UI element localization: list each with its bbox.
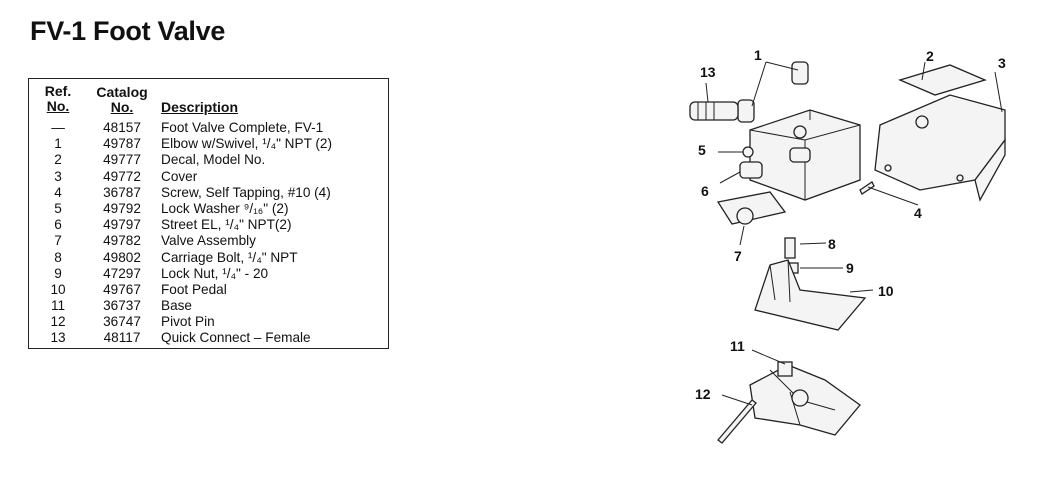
table-row: 7 49782 Valve Assembly [29,233,388,249]
header-catalog-label: Catalog [96,84,148,100]
table-row: 12 36747 Pivot Pin [29,314,388,330]
callout-2: 2 [926,48,934,64]
catalog-cell: 49777 [103,152,141,168]
description-cell: Screw, Self Tapping, #10 (4) [161,184,331,200]
table-body: — 48157 Foot Valve Complete, FV-1 1 49787 Elb… [29,120,388,347]
screw-part [859,181,875,195]
callout-5: 5 [698,142,706,158]
street-el-part [739,147,811,179]
elbow-swivel-part [737,61,809,123]
exploded-parts-diagram: 1 2 3 4 5 6 7 8 9 10 11 12 13 [689,47,1006,444]
catalog-cell: 49772 [103,168,141,184]
description-cell: Lock Washer ⁹/₁₆" (2) [161,200,289,216]
description-cell: Base [161,298,192,314]
callout-3: 3 [998,55,1006,71]
table-row: 9 47297 Lock Nut, ¹/₄" - 20 [29,266,388,282]
base-part [749,361,861,436]
catalog-cell: 49797 [103,217,141,233]
ref-cell: 4 [54,184,62,200]
catalog-cell: 47297 [103,265,141,281]
ref-cell: 6 [54,217,62,233]
lock-washer-part [742,146,754,158]
header-description-label: Description [161,99,239,115]
table-row: 6 49797 Street EL, ¹/₄" NPT(2) [29,217,388,233]
table-row: 5 49792 Lock Washer ⁹/₁₆" (2) [29,201,388,217]
description-cell: Lock Nut, ¹/₄" - 20 [161,265,269,281]
catalog-cell: 36737 [103,298,141,314]
description-cell: Decal, Model No. [161,152,266,168]
callout-10: 10 [878,283,894,299]
cover-part [874,64,1006,202]
description-cell: Foot Valve Complete, FV-1 [161,120,324,135]
table-row: — 48157 Foot Valve Complete, FV-1 [29,120,388,136]
header-ref-label: Ref. [44,83,72,99]
description-cell: Cover [161,168,198,184]
ref-cell: 9 [54,265,62,281]
ref-cell: 7 [54,233,62,249]
ref-cell: 8 [54,249,62,265]
ref-cell: 3 [54,168,62,184]
header-catalog-no: Catalog No. [91,85,153,115]
ref-cell: 12 [50,314,66,330]
ref-cell: 5 [54,200,62,216]
header-ref-no-label: No. [46,98,70,114]
ref-cell: 2 [54,152,62,168]
ref-cell: — [51,120,65,135]
header-ref-no: Ref. No. [39,84,77,114]
callout-11: 11 [730,338,745,354]
description-cell: Carriage Bolt, ¹/₄" NPT [161,249,298,265]
header-catalog-no-label: No. [110,99,134,115]
catalog-cell: 36747 [103,314,141,330]
callout-9: 9 [846,260,854,276]
catalog-cell: 49787 [103,136,141,152]
catalog-cell: 49782 [103,233,141,249]
decal-part [898,64,987,96]
catalog-cell: 49767 [103,281,141,297]
page-title: FV-1 Foot Valve [30,16,226,46]
leader-lines [705,61,1003,406]
description-cell: Foot Pedal [161,281,227,297]
ref-cell: 10 [50,281,66,297]
table-row: 4 36787 Screw, Self Tapping, #10 (4) [29,185,388,201]
table-row: 11 36737 Base [29,298,388,314]
pivot-pin-part [717,399,757,444]
table-row: 2 49777 Decal, Model No. [29,152,388,168]
catalog-cell: 48157 [103,120,141,135]
ref-cell: 1 [54,136,62,152]
description-cell: Elbow w/Swivel, ¹/₄" NPT (2) [161,136,333,152]
callout-4: 4 [914,205,922,221]
callout-1: 1 [754,47,762,63]
carriage-bolt-part [784,237,796,259]
catalog-cell: 36787 [103,184,141,200]
foot-pedal-part [754,259,867,331]
header-description: Description [161,100,238,115]
callout-8: 8 [828,236,836,252]
table-row: 13 48117 Quick Connect – Female [29,330,388,346]
catalog-cell: 49802 [103,249,141,265]
callout-7: 7 [734,248,742,264]
catalog-cell: 48117 [103,330,141,346]
valve-assembly-part [716,191,787,225]
description-cell: Quick Connect – Female [161,330,311,346]
quick-connect-part [689,101,739,121]
table-row: 10 49767 Foot Pedal [29,282,388,298]
callout-13: 13 [700,64,716,80]
callout-6: 6 [701,183,709,199]
table-row: 3 49772 Cover [29,169,388,185]
table-row: 8 49802 Carriage Bolt, ¹/₄" NPT [29,250,388,266]
ref-cell: 13 [50,330,66,346]
catalog-cell: 49792 [103,200,141,216]
ref-cell: 11 [50,298,66,314]
description-cell: Street EL, ¹/₄" NPT(2) [161,217,292,233]
table-row: 1 49787 Elbow w/Swivel, ¹/₄" NPT (2) [29,136,388,152]
description-cell: Pivot Pin [161,314,215,330]
callout-12: 12 [695,386,711,402]
description-cell: Valve Assembly [161,233,256,249]
